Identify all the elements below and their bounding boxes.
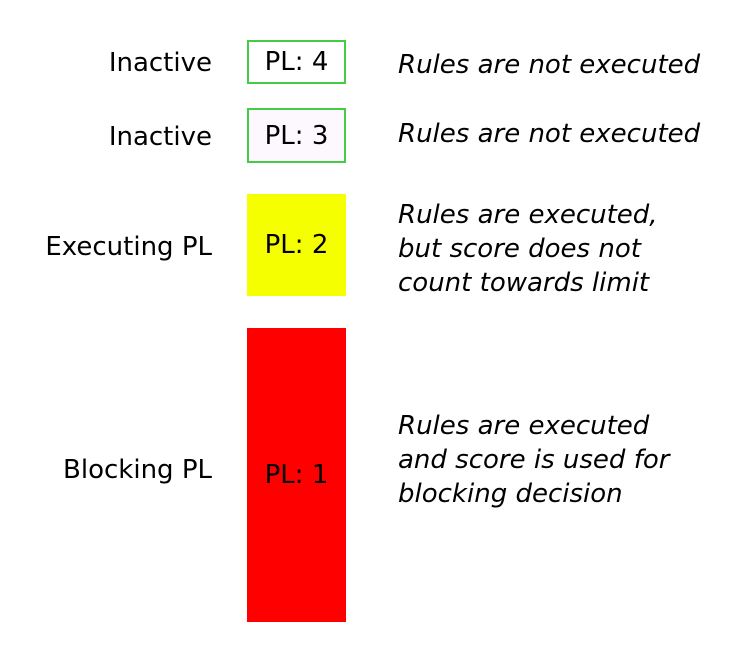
pl-box-label: PL: 4 xyxy=(264,47,329,77)
description-line: Rules are not executed xyxy=(398,50,701,80)
level-description: Rules are not executed xyxy=(398,117,700,151)
description-line: Rules are not executed xyxy=(398,119,701,149)
description-line: count towards limit xyxy=(398,268,650,298)
pl-box-label: PL: 1 xyxy=(264,460,329,490)
level-description: Rules are not executed xyxy=(398,48,700,82)
pl-box-2: PL: 2 xyxy=(247,194,346,296)
state-label: Inactive xyxy=(108,122,212,152)
state-label: Blocking PL xyxy=(63,455,212,485)
description-line: Rules are executed xyxy=(398,411,650,441)
description-line: blocking decision xyxy=(398,479,623,509)
pl-box-label: PL: 2 xyxy=(264,230,329,260)
description-line: but score does not xyxy=(398,234,641,264)
description-line: and score is used for xyxy=(398,445,670,475)
level-description: Rules are executed, but score does not c… xyxy=(398,198,658,300)
level-description: Rules are executed and score is used for… xyxy=(398,409,669,511)
pl-box-label: PL: 3 xyxy=(264,120,329,151)
state-label: Executing PL xyxy=(45,232,212,262)
description-line: Rules are executed, xyxy=(398,200,658,230)
pl-box-3: PL: 3 xyxy=(247,108,346,163)
pl-box-1: PL: 1 xyxy=(247,328,346,622)
state-label: Inactive xyxy=(108,48,212,78)
pl-box-4: PL: 4 xyxy=(247,40,346,84)
